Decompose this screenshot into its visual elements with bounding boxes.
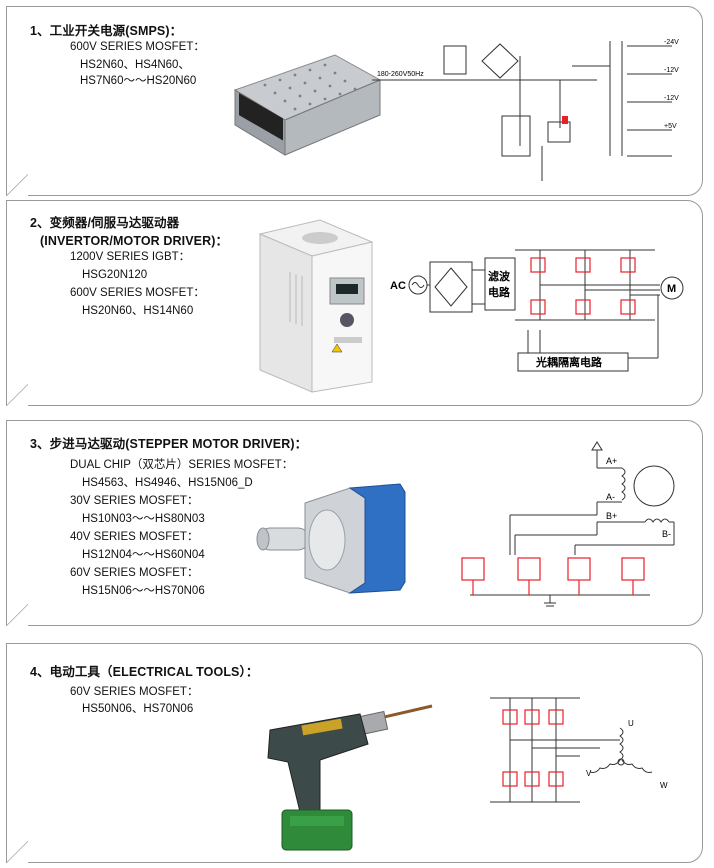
stepper-label-b-minus: B- bbox=[662, 529, 671, 539]
motor-label: M bbox=[667, 283, 676, 295]
smps-output-4: +5V bbox=[664, 123, 677, 130]
smps-output-3: -12V bbox=[664, 95, 679, 102]
section-1-line-1: 600V SERIES MOSFET： bbox=[70, 41, 205, 53]
section-3-line-4: HS10N03～～HS80N03 bbox=[82, 513, 205, 525]
smps-input-label: 180-260V50Hz bbox=[377, 71, 424, 78]
tool-label-w: W bbox=[660, 781, 668, 790]
section-1-line-3: HS7N60～～HS20N60 bbox=[80, 75, 197, 87]
section-4-line-2: HS50N06、HS70N06 bbox=[82, 703, 194, 715]
smps-schematic: 180-260V50Hz -24V -12V -12V +5V bbox=[372, 39, 679, 181]
section-3-line-8: HS15N06～～HS70N06 bbox=[82, 585, 205, 597]
inverter-schematic: AC 滤波 电路 M 光耦隔离电路 bbox=[390, 249, 684, 372]
stepper-label-a-minus: A- bbox=[606, 492, 615, 502]
section-3-line-2: HS4563、HS4946、HS15N06_D bbox=[82, 477, 253, 489]
section-1-title: 1、工业开关电源(SMPS)： bbox=[30, 24, 183, 38]
filter-label-1: 滤波 bbox=[488, 269, 511, 283]
ac-label: AC bbox=[390, 280, 406, 292]
section-2-title-1: 2、变频器/伺服马达驱动器 bbox=[30, 216, 180, 230]
section-4-title: 4、电动工具（ELECTRICAL TOOLS）： bbox=[30, 665, 259, 679]
section-3-title: 3、步进马达驱动(STEPPER MOTOR DRIVER)： bbox=[30, 437, 308, 451]
section-2-line-2: HSG20N120 bbox=[82, 269, 148, 281]
smps-output-2: -12V bbox=[664, 67, 679, 74]
section-1-line-2: HS2N60、HS4N60、 bbox=[80, 59, 190, 71]
section-3-line-6: HS12N04～～HS60N04 bbox=[82, 549, 205, 561]
section-3-line-1: DUAL CHIP（双芯片）SERIES MOSFET： bbox=[70, 459, 294, 471]
section-3-line-5: 40V SERIES MOSFET： bbox=[70, 531, 199, 543]
section-2-line-3: 600V SERIES MOSFET： bbox=[70, 287, 205, 299]
stepper-label-b-plus: B+ bbox=[606, 511, 617, 521]
tool-label-v: V bbox=[586, 769, 592, 778]
stepper-motor-image bbox=[256, 483, 406, 594]
section-tools bbox=[6, 643, 703, 863]
section-2-title-2: (INVERTOR/MOTOR DRIVER)： bbox=[40, 234, 229, 248]
stepper-schematic: A+ A- B+ B- bbox=[461, 441, 675, 607]
isolation-label: 光耦隔离电路 bbox=[535, 355, 603, 369]
power-supply-image bbox=[233, 54, 382, 156]
stepper-label-a-plus: A+ bbox=[606, 456, 617, 466]
smps-output-1: -24V bbox=[664, 39, 679, 46]
section-3-line-3: 30V SERIES MOSFET： bbox=[70, 495, 199, 507]
drill-image bbox=[267, 704, 433, 851]
inverter-image bbox=[258, 219, 374, 393]
section-2-line-4: HS20N60、HS14N60 bbox=[82, 305, 194, 317]
filter-label-2: 电路 bbox=[488, 285, 511, 299]
section-3-line-7: 60V SERIES MOSFET： bbox=[70, 567, 199, 579]
tool-schematic: U V W bbox=[490, 697, 668, 803]
section-4-line-1: 60V SERIES MOSFET： bbox=[70, 686, 199, 698]
section-2-line-1: 1200V SERIES IGBT： bbox=[70, 251, 191, 263]
tool-label-u: U bbox=[628, 719, 634, 728]
